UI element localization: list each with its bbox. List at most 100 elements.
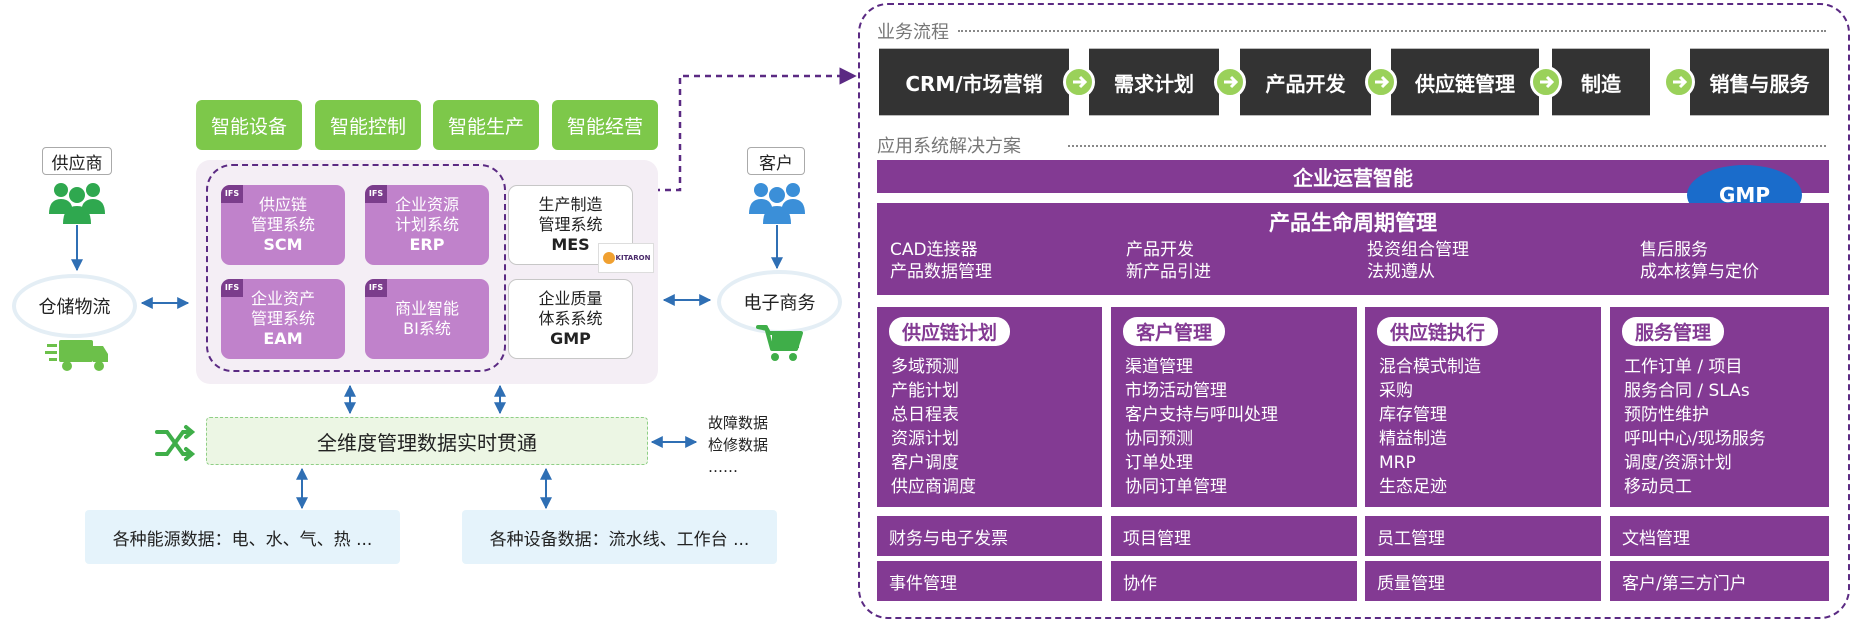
system-line1: 供应链 bbox=[258, 195, 307, 214]
system-scm: IFS 供应链 管理系统 SCM bbox=[221, 185, 345, 265]
module-item: 渠道管理 bbox=[1125, 357, 1193, 377]
plm-column: 售后服务 成本核算与定价 bbox=[1640, 239, 1759, 283]
plm-column: 产品开发 新产品引进 bbox=[1126, 239, 1211, 283]
plm-title: 产品生命周期管理 bbox=[1269, 211, 1437, 235]
system-line2: 管理系统 bbox=[250, 215, 315, 234]
module-item: 产能计划 bbox=[891, 381, 959, 401]
process-step-demand: 需求计划 bbox=[1089, 48, 1219, 116]
ifs-badge: IFS bbox=[365, 279, 387, 297]
module-supply-chain-execution: 供应链执行 混合模式制造 采购 库存管理 精益制造 MRP 生态足迹 bbox=[1365, 307, 1601, 507]
module-item: 生态足迹 bbox=[1379, 477, 1447, 497]
system-line2: BI系统 bbox=[403, 319, 451, 338]
system-line1: 生产制造 bbox=[538, 195, 603, 214]
system-line1: 企业资产 bbox=[250, 289, 315, 308]
process-arrow-icon bbox=[1663, 66, 1695, 98]
tag-smart-operation: 智能经营 bbox=[552, 100, 658, 150]
module-item: 服务合同 / SLAs bbox=[1624, 381, 1750, 401]
module-item: 预防性维护 bbox=[1624, 405, 1709, 425]
module-customer-management: 客户管理 渠道管理 市场活动管理 客户支持与呼叫处理 协同预测 订单处理 协同订… bbox=[1111, 307, 1357, 507]
module-item: 采购 bbox=[1379, 381, 1413, 401]
solutions-divider bbox=[1068, 145, 1826, 147]
module-item: 供应商调度 bbox=[891, 477, 976, 497]
plm-item: 产品开发 bbox=[1126, 240, 1194, 260]
system-code: GMP bbox=[550, 329, 591, 348]
cell-event-management: 事件管理 bbox=[877, 561, 1102, 601]
system-erp: IFS 企业资源 计划系统 ERP bbox=[365, 185, 489, 265]
process-arrow-icon bbox=[1530, 66, 1562, 98]
customer-people-icon bbox=[749, 183, 805, 224]
shopping-cart-icon bbox=[756, 325, 803, 361]
system-line1: 企业资源 bbox=[394, 195, 459, 214]
cell-document-management: 文档管理 bbox=[1610, 516, 1829, 556]
intelligence-band: 企业运营智能 bbox=[877, 160, 1829, 193]
plm-item: CAD连接器 bbox=[890, 240, 978, 260]
module-items: 渠道管理 市场活动管理 客户支持与呼叫处理 协同预测 订单处理 协同订单管理 bbox=[1125, 355, 1278, 499]
module-item: 调度/资源计划 bbox=[1624, 453, 1732, 473]
module-items: 混合模式制造 采购 库存管理 精益制造 MRP 生态足迹 bbox=[1379, 355, 1481, 499]
warehouse-logistics-node: 仓储物流 bbox=[12, 274, 137, 338]
system-bi: IFS 商业智能 BI系统 bbox=[365, 279, 489, 359]
kitaron-sun-icon bbox=[602, 252, 615, 264]
module-item: 客户支持与呼叫处理 bbox=[1125, 405, 1278, 425]
supplier-people-icon bbox=[49, 183, 105, 224]
side-notes: 故障数据 检修数据 …… bbox=[708, 412, 768, 478]
system-line2: 管理系统 bbox=[250, 309, 315, 328]
plm-item: 产品数据管理 bbox=[890, 262, 992, 282]
ifs-badge: IFS bbox=[221, 185, 243, 203]
system-code: ERP bbox=[409, 235, 445, 254]
module-item: 客户调度 bbox=[891, 453, 959, 473]
cell-finance-einvoice: 财务与电子发票 bbox=[877, 516, 1102, 556]
kitaron-logo: KITARON bbox=[598, 243, 654, 273]
module-item: 总日程表 bbox=[891, 405, 959, 425]
process-step-manufacturing: 制造 bbox=[1552, 48, 1650, 116]
cell-employee-management: 员工管理 bbox=[1365, 516, 1601, 556]
module-item: 呼叫中心/现场服务 bbox=[1624, 429, 1766, 449]
business-process-label: 业务流程 bbox=[877, 22, 949, 43]
ifs-badge: IFS bbox=[365, 185, 387, 203]
system-code: SCM bbox=[263, 235, 303, 254]
cell-collaboration: 协作 bbox=[1111, 561, 1357, 601]
note-repair-data: 检修数据 bbox=[708, 436, 769, 454]
shuffle-icon bbox=[155, 425, 196, 461]
process-arrow-icon bbox=[1063, 66, 1095, 98]
data-integration-strip: 全维度管理数据实时贯通 bbox=[206, 417, 648, 465]
process-step-product: 产品开发 bbox=[1240, 48, 1371, 116]
intelligence-title: 企业运营智能 bbox=[1293, 166, 1413, 190]
truck-icon bbox=[45, 340, 108, 371]
supplier-label: 供应商 bbox=[42, 147, 112, 175]
module-title: 服务管理 bbox=[1622, 317, 1725, 346]
plm-band: 产品生命周期管理 CAD连接器 产品数据管理 产品开发 新产品引进 投资组合管理… bbox=[877, 203, 1829, 295]
process-divider bbox=[958, 30, 1826, 32]
module-item: 工作订单 / 项目 bbox=[1624, 357, 1743, 377]
module-item: MRP bbox=[1379, 453, 1416, 473]
plm-item: 法规遵从 bbox=[1367, 262, 1435, 282]
system-gmp: 企业质量 体系系统 GMP bbox=[508, 279, 633, 359]
plm-item: 投资组合管理 bbox=[1367, 240, 1469, 260]
module-item: 订单处理 bbox=[1125, 453, 1193, 473]
module-item: 多域预测 bbox=[891, 357, 959, 377]
module-item: 混合模式制造 bbox=[1379, 357, 1481, 377]
module-item: 市场活动管理 bbox=[1125, 381, 1227, 401]
kitaron-text: KITARON bbox=[615, 254, 651, 262]
system-code: MES bbox=[551, 235, 590, 254]
ifs-systems-group bbox=[206, 164, 506, 372]
system-code: EAM bbox=[263, 329, 303, 348]
module-item: 协同预测 bbox=[1125, 429, 1193, 449]
module-item: 库存管理 bbox=[1379, 405, 1447, 425]
module-item: 精益制造 bbox=[1379, 429, 1447, 449]
ifs-badge: IFS bbox=[221, 279, 243, 297]
module-title: 供应链执行 bbox=[1377, 317, 1499, 346]
note-fault-data: 故障数据 bbox=[708, 414, 769, 432]
module-items: 多域预测 产能计划 总日程表 资源计划 客户调度 供应商调度 bbox=[891, 355, 976, 499]
module-item: 移动员工 bbox=[1624, 477, 1692, 497]
tag-smart-control: 智能控制 bbox=[315, 100, 421, 150]
tag-smart-production: 智能生产 bbox=[433, 100, 539, 150]
process-step-crm: CRM/市场营销 bbox=[879, 48, 1069, 116]
module-items: 工作订单 / 项目 服务合同 / SLAs 预防性维护 呼叫中心/现场服务 调度… bbox=[1624, 355, 1766, 499]
system-eam: IFS 企业资产 管理系统 EAM bbox=[221, 279, 345, 359]
plm-column: 投资组合管理 法规遵从 bbox=[1367, 239, 1469, 283]
module-supply-chain-planning: 供应链计划 多域预测 产能计划 总日程表 资源计划 客户调度 供应商调度 bbox=[877, 307, 1102, 507]
module-item: 协同订单管理 bbox=[1125, 477, 1227, 497]
module-item: 资源计划 bbox=[891, 429, 959, 449]
customer-label: 客户 bbox=[747, 147, 805, 175]
